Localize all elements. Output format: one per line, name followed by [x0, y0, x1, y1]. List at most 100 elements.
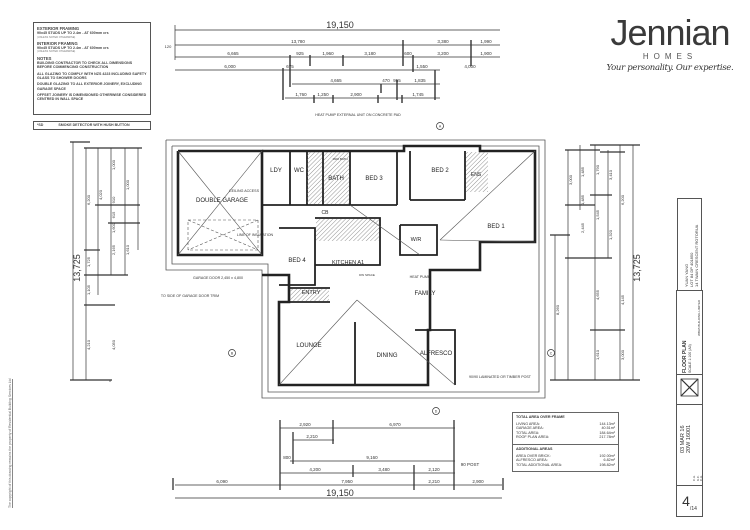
svg-text:1,485: 1,485 [580, 166, 585, 177]
drawn-checked: C.H. K.C. C.H. [692, 475, 703, 481]
svg-text:4,145: 4,145 [620, 294, 625, 305]
note-4: OFFSET JOINERY IS DIMENSIONED OTHERWISE … [37, 92, 147, 102]
area-row: LIVING AREA:144.13m² [516, 422, 615, 427]
svg-text:6,200: 6,200 [86, 194, 91, 205]
svg-text:800: 800 [283, 455, 291, 460]
drawing-info: FLOOR PLAN SCALE 1:100 (A3) [682, 340, 692, 374]
copyright-notice: The copyright of this drawing remains th… [8, 378, 13, 508]
room-entry: ENTRY [302, 290, 321, 296]
svg-text:4,665: 4,665 [330, 78, 342, 83]
svg-text:675: 675 [286, 64, 294, 69]
svg-text:1,320: 1,320 [608, 229, 613, 240]
svg-text:9,160: 9,160 [366, 455, 378, 460]
svg-text:1,610: 1,610 [125, 244, 130, 255]
total-area-title: TOTAL AREA OVER FRAME [516, 415, 565, 419]
client-info: YUAN YANG LOT 84 DP 401850 14 TWAIN CRES… [684, 224, 699, 287]
svg-text:1,790: 1,790 [595, 164, 600, 175]
north-block [677, 374, 702, 405]
svg-text:6,200: 6,200 [620, 194, 625, 205]
svg-text:8,260: 8,260 [555, 304, 560, 315]
svg-text:910: 910 [111, 196, 116, 203]
room-wir: W/R [411, 237, 422, 243]
svg-text:3,410: 3,410 [608, 169, 613, 180]
svg-text:1,000: 1,000 [111, 159, 116, 170]
area-row: ROOF PLAN AREA:217.78m² [516, 434, 615, 439]
svg-text:2,920: 2,920 [299, 422, 311, 427]
brand-sub: HOMES [642, 52, 698, 61]
svg-text:3,380: 3,380 [437, 39, 449, 44]
interior-framing-sub: (UNLESS NOTED OTHERWISE) [37, 50, 76, 54]
svg-text:2,210: 2,210 [428, 479, 440, 484]
svg-text:6,665: 6,665 [227, 51, 239, 56]
svg-text:4,200: 4,200 [309, 467, 321, 472]
interior-framing-heading: INTERIOR FRAMING [37, 40, 78, 46]
svg-text:1,610: 1,610 [595, 349, 600, 360]
svg-text:6,000: 6,000 [224, 64, 236, 69]
brand-tagline: Your personality. Our expertise. [606, 63, 734, 73]
garage-door-trim-label: TO SIDE OF GARAGE DOOR TRIM [161, 294, 219, 298]
svg-text:615: 615 [111, 211, 116, 218]
room-cb: CB [322, 210, 330, 216]
dw-space-label: DW SPACE [359, 273, 375, 277]
svg-text:90 POST: 90 POST [461, 462, 480, 467]
svg-text:2,900: 2,900 [472, 479, 484, 484]
svg-text:1,960: 1,960 [322, 51, 334, 56]
svg-text:1,835: 1,835 [414, 78, 426, 83]
brand-logo: Jennian HOMES Your personality. Our expe… [600, 15, 740, 74]
svg-text:6,970: 6,970 [389, 422, 401, 427]
room-bed4: BED 4 [288, 258, 306, 264]
room-bed3: BED 3 [365, 176, 383, 182]
svg-text:2,445: 2,445 [580, 222, 585, 233]
room-wc: WC [294, 168, 305, 174]
exterior-framing-text: 90x45 STUDS UP TO 2.4m - AT 600mm crs [37, 31, 109, 36]
smoke-detector-legend: *SD SMOKE DETECTOR WITH HUSH BUTTON [33, 121, 151, 130]
title-block: YUAN YANG LOT 84 DP 401850 14 TWAIN CRES… [676, 198, 703, 517]
company-name: WBLB BUILDING LIMITED [697, 299, 701, 336]
room-dining: DINING [377, 353, 398, 359]
svg-text:6,090: 6,090 [216, 479, 228, 484]
svg-text:7,950: 7,950 [341, 479, 353, 484]
svg-text:1,990: 1,990 [480, 39, 492, 44]
job-info: 03 MAR 16 20W 16001 [680, 424, 692, 453]
svg-text:4,655: 4,655 [595, 289, 600, 300]
svg-text:1,745: 1,745 [412, 92, 424, 97]
note-1: BUILDING CONTRACTOR TO CHECK ALL DIMENSI… [37, 61, 133, 70]
area-row: GARAGE AREA:40.51m² [516, 426, 615, 431]
area-row: TOTAL AREA:184.64m² [516, 430, 615, 435]
total-area-table: TOTAL AREA OVER FRAME LIVING AREA:144.13… [512, 412, 619, 445]
svg-text:1,760: 1,760 [295, 92, 307, 97]
svg-text:4,210: 4,210 [86, 339, 91, 350]
room-bed2: BED 2 [431, 168, 449, 174]
heat-pump-label: HEAT PUMP [410, 275, 431, 279]
bottom-overall-dim: 19,150 [326, 488, 354, 498]
grid-marker-b: B [231, 352, 234, 356]
svg-text:925: 925 [296, 51, 304, 56]
room-lounge: LOUNGE [296, 343, 321, 349]
svg-text:600: 600 [404, 51, 412, 56]
svg-text:1,900: 1,900 [480, 51, 492, 56]
client-block: YUAN YANG LOT 84 DP 401850 14 TWAIN CRES… [677, 198, 702, 291]
note-2: ALL GLAZING TO COMPLY WITH NZS 4223 INCL… [37, 71, 147, 80]
room-bed1: BED 1 [487, 224, 505, 230]
smoke-detector-label: SMOKE DETECTOR WITH HUSH BUTTON [58, 123, 130, 127]
svg-text:1,550: 1,550 [416, 64, 428, 69]
svg-text:3,180: 3,180 [364, 51, 376, 56]
left-overall-dim: 13,725 [72, 254, 82, 282]
interior-framing-text: 90x45 STUDS UP TO 2.4m - AT 600mm crs [37, 46, 109, 51]
laminated-post-label: 90/90 LAMINATED OR TIMBER POST [469, 375, 532, 379]
svg-text:4,050: 4,050 [111, 339, 116, 350]
room-family: FAMILY [415, 291, 436, 297]
grid-marker-c: C [550, 352, 553, 356]
svg-text:1,250: 1,250 [317, 92, 329, 97]
svg-text:1,105: 1,105 [86, 284, 91, 295]
bath-fixture-label: 1600 BATH [332, 157, 347, 161]
area-row: TOTAL ADDITIONAL AREA:198.82m² [516, 462, 615, 467]
room-ens: ENS [471, 172, 482, 178]
note-3: DOUBLE GLAZING TO ALL EXTERIOR JOINERY, … [37, 82, 142, 91]
svg-text:955: 955 [393, 78, 401, 83]
svg-text:1,000: 1,000 [125, 179, 130, 190]
sheet-number: 4/14 [682, 493, 697, 512]
room-kitchen: KITCHEN A1 [332, 260, 364, 266]
smoke-detector-symbol: *SD [37, 123, 44, 127]
area-row: AREA OVER BRICK:192.00m² [516, 454, 615, 459]
